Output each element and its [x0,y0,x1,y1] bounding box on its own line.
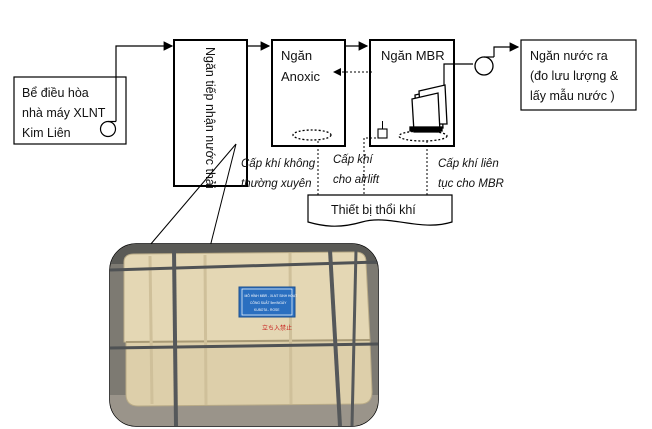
svg-text:Cấp khí: Cấp khí [333,154,374,166]
source-line-1: Bể điều hòa [22,86,89,100]
pipe-source-to-receiving [115,41,174,122]
permeate-pump-icon [474,56,494,76]
blower-box: Thiết bị thổi khí [307,194,453,227]
anoxic-compartment-box: Ngăn Anoxic [271,39,346,147]
anoxic-line-1: Ngăn [281,48,312,63]
blower-label: Thiết bị thổi khí [331,203,416,217]
anoxic-diffuser-icon [292,129,332,141]
source-tank-box: Bể điều hòa nhà máy XLNT Kim Liên [13,76,127,145]
source-pump-icon [99,120,117,138]
callout-line-right [209,143,237,248]
tank-sign [238,286,296,318]
permeate-pipe [443,63,473,85]
source-line-3: Kim Liên [22,126,71,140]
mbr-label: Ngăn MBR [381,48,445,63]
svg-text:Cấp khí không: Cấp khí không [241,158,316,170]
airlift-pump-icon [377,128,388,139]
svg-text:tục cho MBR: tục cho MBR [438,178,504,190]
mbr-compartment-box: Ngăn MBR [333,39,455,147]
svg-text:thường xuyên: thường xuyên [241,178,312,190]
mbr-diffuser-icon [398,130,448,142]
air-label-mbr: Cấp khí liên tục cho MBR [438,158,504,190]
tank-photo: MÔ HÌNH MBR - XLNT SINH HOẠT CÔNG SUẤT 5… [109,243,379,427]
sign-line-3: KUBOTA - ROSE [254,308,280,312]
source-line-2: nhà máy XLNT [22,106,106,120]
receiving-label: Ngăn tiếp nhận nước thải [203,47,217,189]
anoxic-line-2: Anoxic [281,69,321,84]
warning-text: 立ち入禁止 [262,324,292,332]
sign-line-1: MÔ HÌNH MBR - XLNT SINH HOẠT [245,293,298,298]
air-label-anoxic: Cấp khí không thường xuyên [241,158,316,190]
svg-text:cho airlift: cho airlift [333,174,380,186]
output-line-2: (đo lưu lượng & [530,69,619,83]
air-line-airlift-upper [363,137,377,176]
callout-line-left [149,143,237,246]
output-line-1: Ngăn nước ra [530,49,608,63]
svg-text:Cấp khí liên: Cấp khí liên [438,158,499,170]
pipe-to-output [493,42,520,57]
sign-line-2: CÔNG SUẤT 5m³/NGÀY [250,300,287,305]
output-line-3: lấy mẫu nước ) [530,88,615,103]
membrane-module-icon [409,84,448,133]
air-label-airlift: Cấp khí cho airlift [333,154,380,186]
receiving-compartment-box: Ngăn tiếp nhận nước thải [173,39,248,189]
output-box: Ngăn nước ra (đo lưu lượng & lấy mẫu nướ… [520,39,637,111]
